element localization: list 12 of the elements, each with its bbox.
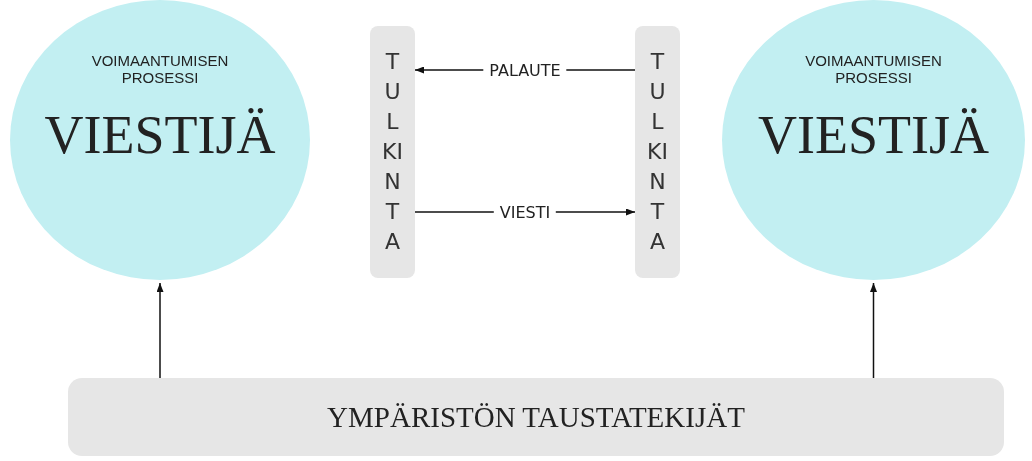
bar-title: YMPÄRISTÖN TAUSTATEKIJÄT [327,400,745,434]
interpretation-bar [635,26,680,278]
process-caption: VOIMAANTUMISEN PROSESSI [804,52,943,86]
communicator-title: VIESTIJÄ [758,104,989,166]
process-caption: VOIMAANTUMISEN PROSESSI [90,52,230,86]
interpretation-bar [370,26,415,278]
arrow [156,282,164,379]
arrow [870,282,877,379]
vertical-label: TULKINTA [381,48,404,256]
communicator-title: VIESTIJÄ [44,104,276,166]
background-factors-bar [68,378,1004,456]
vertical-label: TULKINTA [646,48,669,256]
